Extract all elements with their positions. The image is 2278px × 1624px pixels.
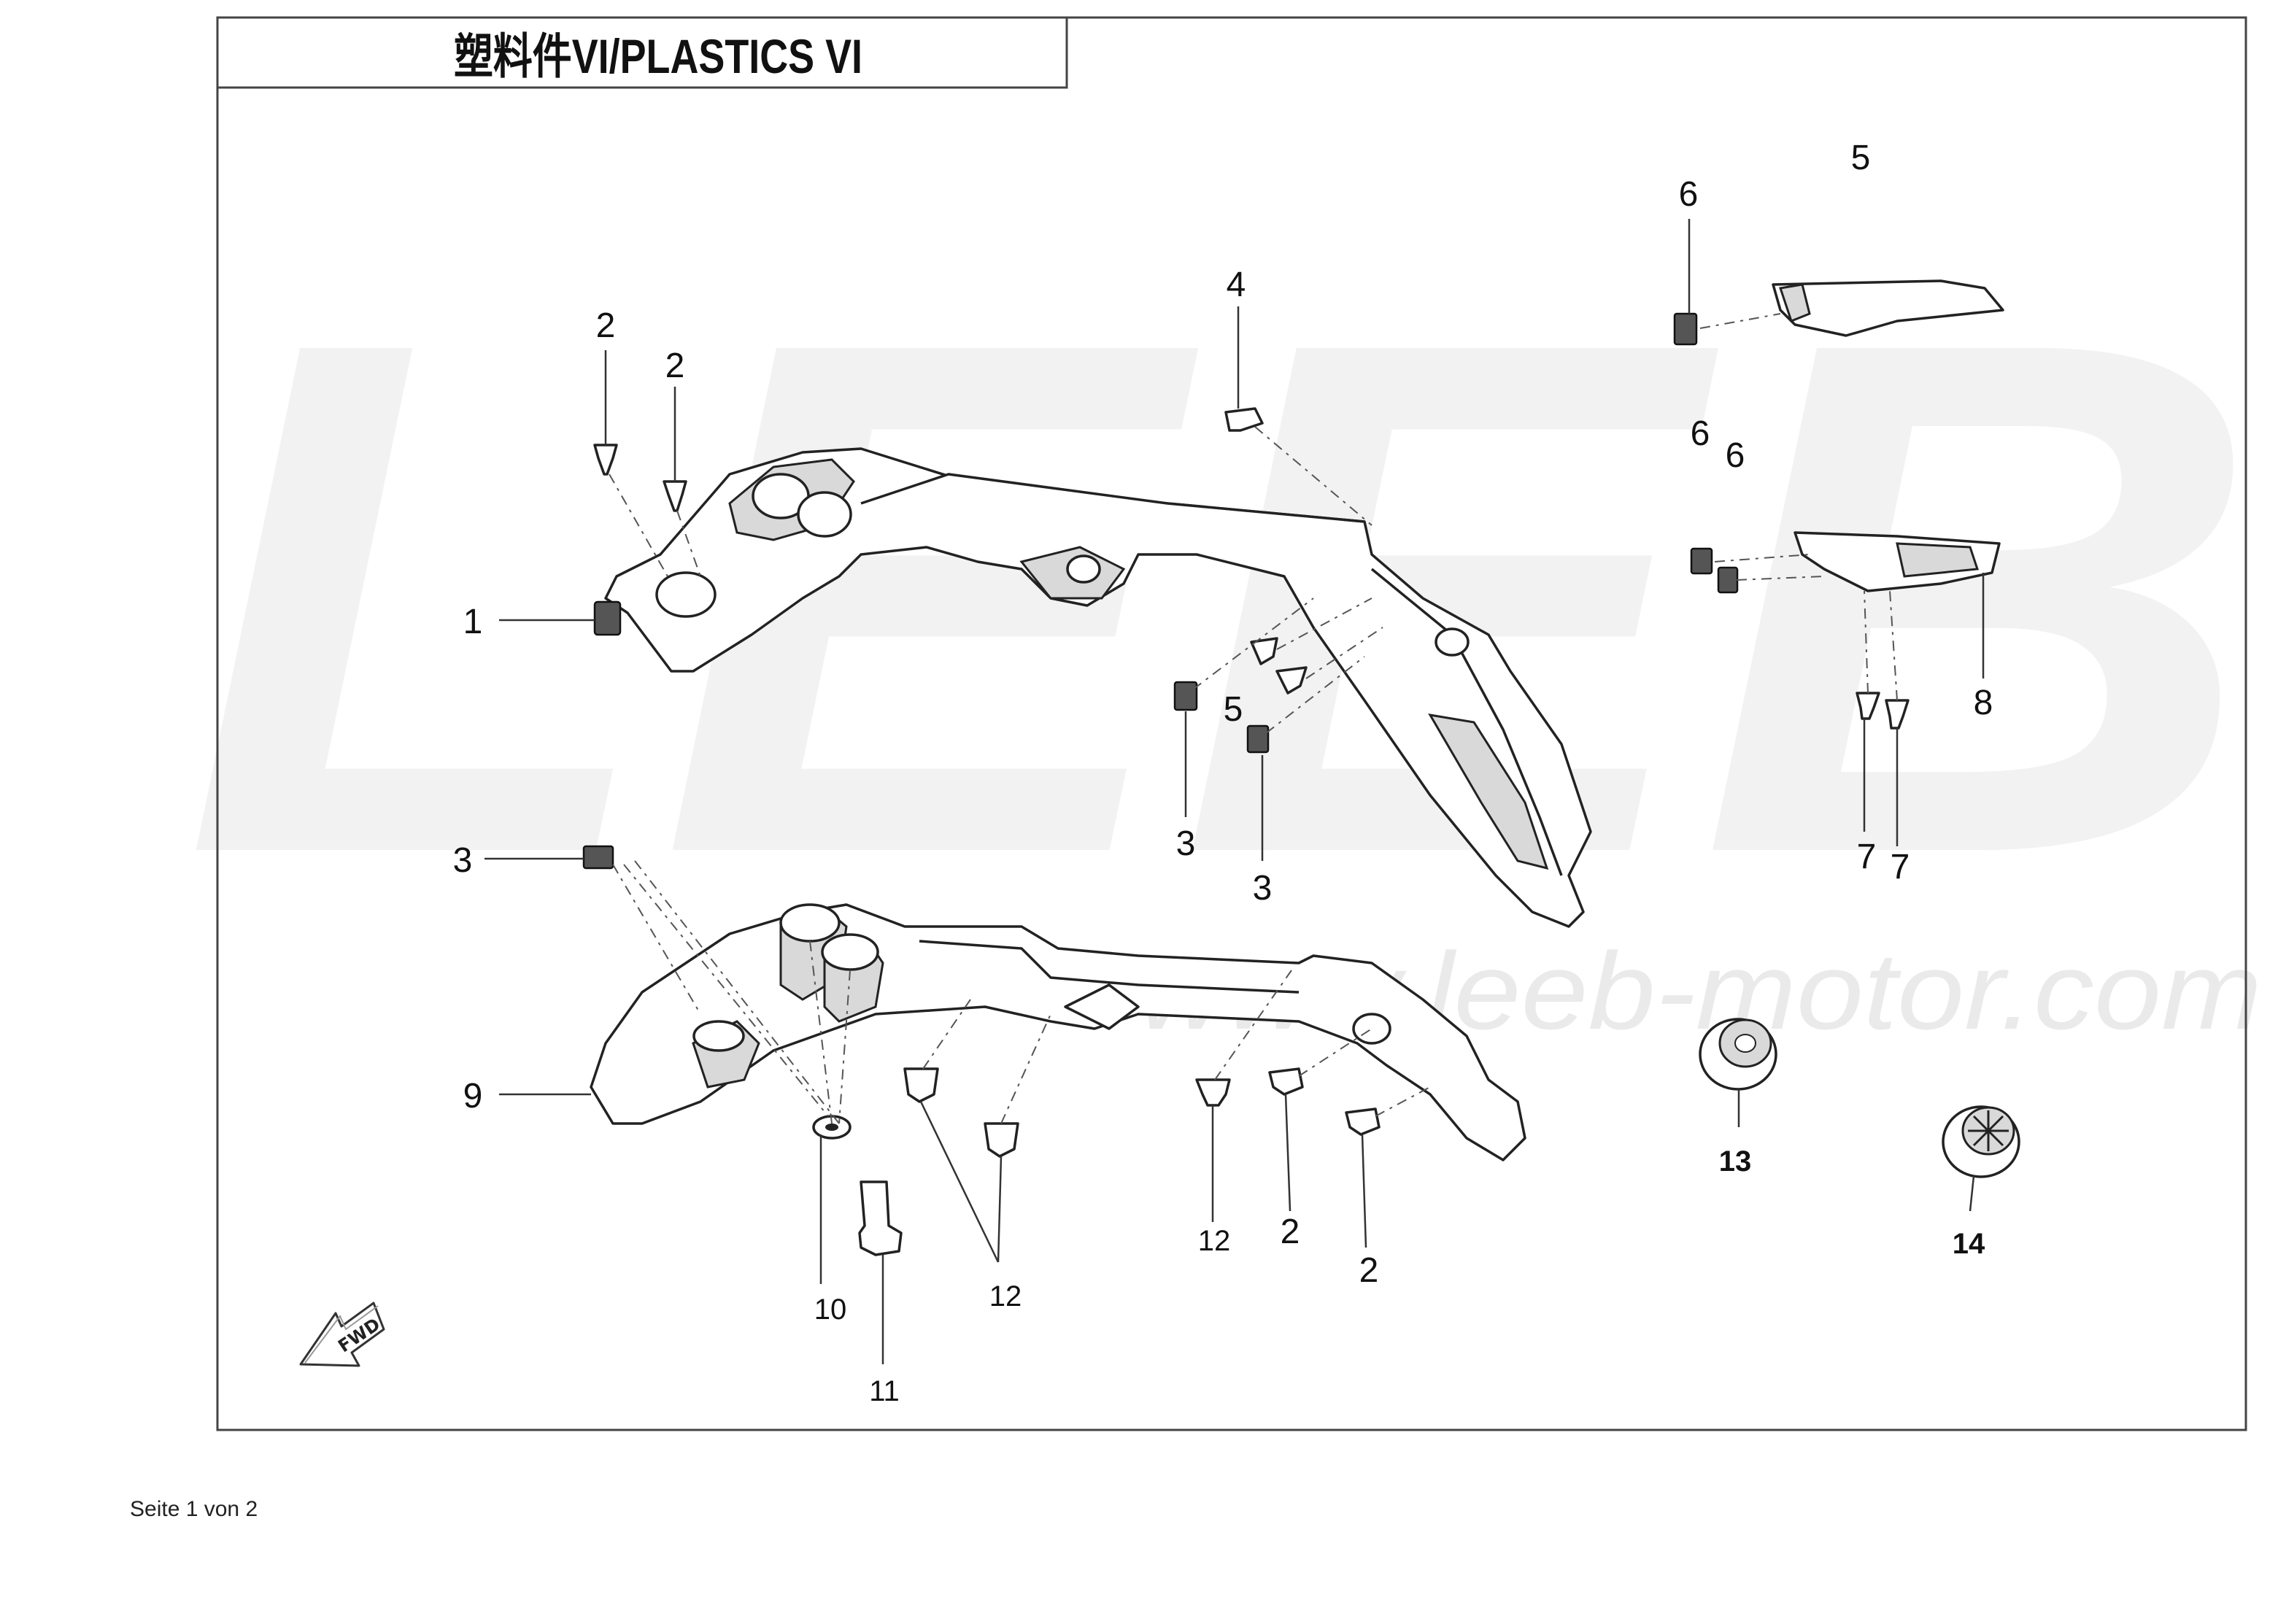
leader-lines (484, 219, 1985, 1364)
callout-6: 6 (1679, 175, 1699, 214)
watermark-logo: LEEB (182, 190, 2262, 1005)
callout-2: 2 (1359, 1251, 1379, 1290)
upper-side-panel (1673, 279, 2004, 346)
callout-2: 2 (1281, 1213, 1300, 1251)
assembly-lines (609, 313, 1898, 1124)
callout-10: 10 (814, 1294, 847, 1326)
callout-12: 12 (989, 1280, 1022, 1312)
callout-3: 3 (453, 841, 473, 880)
lower-side-panel (1690, 531, 2001, 594)
callout-2: 2 (665, 347, 685, 385)
callout-9: 9 (463, 1077, 483, 1115)
forward-arrow: FWD (299, 1302, 385, 1367)
fasteners (582, 407, 2020, 1256)
upper-frame-cover (593, 447, 1592, 928)
callout-11: 11 (869, 1375, 900, 1407)
title-box: 塑料件VI/PLASTICS VI (217, 18, 1068, 89)
callout-13: 13 (1719, 1145, 1752, 1178)
page-footer: Seite 1 von 2 (130, 1497, 258, 1521)
watermark: LEEB www.leeb-motor.com (182, 190, 2262, 1052)
callout-14: 14 (1953, 1228, 1985, 1260)
callout-labels: 1 2 2 2 2 3 3 3 4 5 5 6 6 6 7 7 8 9 10 1… (453, 139, 1993, 1407)
diagram-title: 塑料件VI/PLASTICS VI (454, 29, 862, 83)
callout-2: 2 (596, 306, 616, 345)
callout-6: 6 (1691, 414, 1710, 453)
callout-3: 3 (1176, 824, 1196, 863)
diagram-frame (216, 16, 2247, 1431)
callout-8: 8 (1974, 684, 1993, 722)
lower-rear-fender (590, 903, 1526, 1161)
callout-6: 6 (1726, 436, 1745, 475)
callout-7: 7 (1857, 838, 1877, 876)
callout-3: 3 (1253, 869, 1273, 908)
callout-5: 5 (1851, 139, 1871, 177)
callout-12: 12 (1198, 1225, 1231, 1257)
callout-7: 7 (1891, 848, 1910, 886)
callout-4: 4 (1227, 266, 1246, 304)
callout-1: 1 (463, 603, 483, 641)
callout-5: 5 (1224, 690, 1243, 729)
